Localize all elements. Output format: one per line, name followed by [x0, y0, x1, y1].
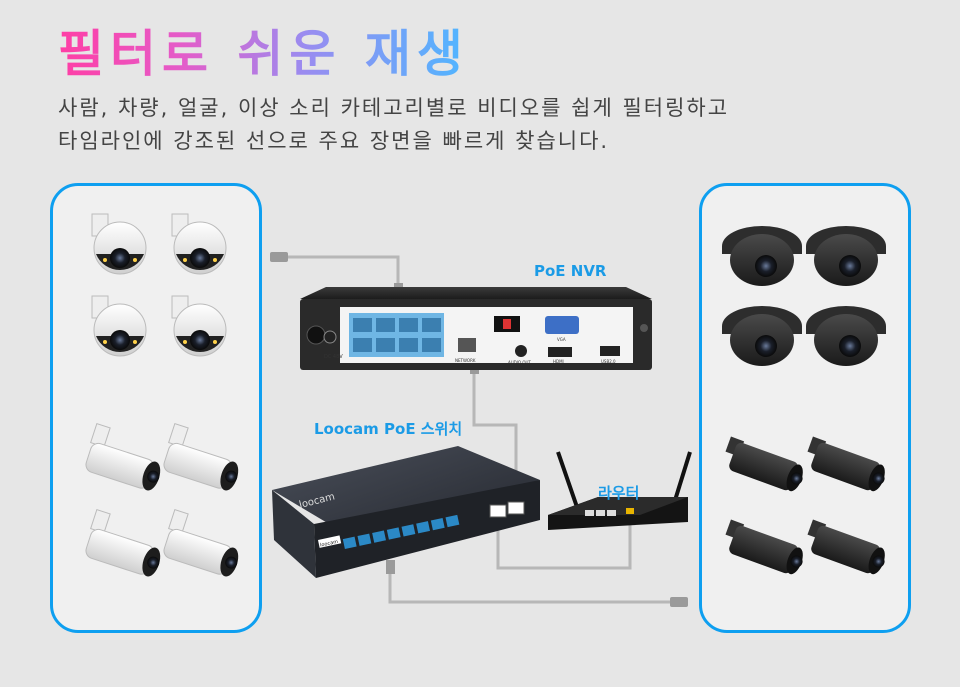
router-ports [585, 510, 616, 516]
ptz-cameras [91, 213, 227, 357]
nvr-hdmi-port [548, 347, 572, 357]
black-bullet-camera-3 [725, 519, 803, 575]
white-bullet-camera-2 [163, 422, 239, 491]
black-bullet-camera-2 [807, 436, 885, 492]
nvr-network-port [458, 338, 476, 352]
white-bullet-cameras [85, 422, 239, 577]
connector-left [270, 252, 288, 262]
nvr-poe-ports [349, 313, 444, 357]
white-bullet-camera-1 [85, 422, 161, 491]
cable-switch-to-router [496, 520, 632, 570]
switch-badge-box [318, 535, 342, 548]
cable-left-to-nvr [288, 255, 400, 290]
switch-uplink-ports [489, 501, 525, 518]
dome-camera-1 [722, 226, 802, 286]
nvr-hdmi-label: HDMI [553, 359, 564, 364]
nvr-vga-label: VGA [557, 337, 566, 342]
nvr-network-label: NETWORK [455, 358, 476, 363]
ptz-camera-3 [91, 295, 147, 357]
switch-badge: loocam [320, 539, 339, 549]
nvr-top [300, 287, 652, 299]
white-bullet-camera-3 [85, 508, 161, 577]
nvr-audio-label: AUDIO OUT [508, 360, 531, 365]
page-title: 필터로 쉬운 재생 [58, 14, 469, 86]
subtitle-line-1: 사람, 차량, 얼굴, 이상 소리 카테고리별로 비디오를 쉽게 필터링하고 [58, 96, 730, 120]
switch-ports [342, 514, 460, 549]
router-device [548, 451, 692, 530]
cable-nvr-to-switch [472, 368, 518, 495]
nvr-dc-jack [323, 330, 337, 344]
nvr-power-rocker [503, 319, 511, 329]
nvr-usb-label: USB2.0 [601, 359, 616, 364]
dome-camera-4 [806, 306, 886, 366]
router-top [548, 497, 688, 515]
nvr-vga-port [545, 316, 579, 334]
nvr-fan-left [306, 325, 326, 345]
router-antenna-left [556, 451, 580, 511]
nvr-device: DC 48V NETWORK AUDIO OUT VGA HDMI USB2.0 [300, 287, 652, 370]
page-subtitle: 사람, 차량, 얼굴, 이상 소리 카테고리별로 비디오를 쉽게 필터링하고 타… [58, 92, 918, 158]
ptz-camera-2 [171, 213, 227, 275]
ptz-camera-4 [171, 295, 227, 357]
connector-switch-bottom [386, 560, 395, 574]
dome-camera-2 [806, 226, 886, 286]
router-label: 라우터 [598, 484, 640, 502]
nvr-usb-port [600, 346, 620, 356]
cable-switch-to-right [388, 570, 670, 604]
dome-cameras [722, 226, 886, 366]
black-bullet-camera-1 [725, 436, 803, 492]
black-bullet-camera-4 [807, 519, 885, 575]
white-bullet-camera-4 [163, 508, 239, 577]
poe-switch-device: loocam loocam [272, 446, 540, 578]
switch-side [272, 490, 316, 578]
black-bullet-cameras [725, 436, 885, 575]
dome-camera-3 [722, 306, 802, 366]
connector-right [670, 597, 688, 607]
nvr-dc-label: DC 48V [324, 354, 343, 360]
nvr-fan-right [640, 324, 648, 332]
nvr-audio-port [515, 345, 527, 357]
switch-top [272, 446, 540, 540]
ptz-camera-1 [91, 213, 147, 275]
router-wan-port [626, 508, 634, 514]
cables [288, 255, 670, 604]
subtitle-line-2: 타임라인에 강조된 선으로 주요 장면을 빠르게 찾습니다. [58, 129, 610, 153]
nvr-label: PoE NVR [534, 262, 607, 280]
switch-label: Loocam PoE 스위치 [314, 420, 463, 438]
